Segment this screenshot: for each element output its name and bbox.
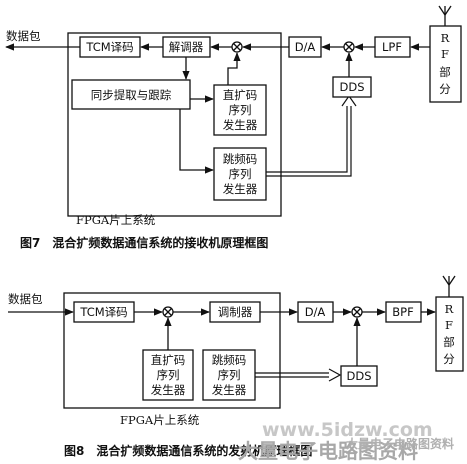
fpga-boundary-rx	[67, 32, 282, 217]
dsss-generator-block-tx	[142, 349, 194, 401]
dsss-label-1-tx: 直扩码	[151, 353, 186, 367]
rf-label-4-tx: 分	[443, 352, 455, 366]
fpga-label-rx: FPGA片上系统	[76, 213, 156, 227]
da-label-tx: D/A	[305, 305, 326, 319]
rf-label-4-rx: 分	[439, 82, 451, 96]
rf-label-1-tx: R	[445, 302, 454, 316]
antenna-icon-tx	[442, 275, 456, 297]
fpga-boundary-tx	[63, 292, 281, 409]
fh-generator-block-tx	[202, 349, 256, 401]
sync-tracking-label: 同步提取与跟踪	[91, 88, 172, 102]
rf-label-2-tx: F	[445, 318, 453, 332]
antenna-icon-rx	[438, 5, 452, 26]
sync-tracking-block	[71, 79, 191, 110]
watermark-url: www.5idzw.com	[262, 419, 433, 441]
dsss-label-2-tx: 序列	[157, 368, 180, 382]
dds-block-rx	[332, 76, 372, 98]
tcm-label-tx: TCM译码	[79, 305, 127, 319]
dds-block-tx	[340, 365, 378, 387]
arrow-dsss-to-mixer1	[227, 52, 241, 85]
tcm-decoder-block	[79, 36, 141, 58]
dsss-label-3-rx: 发生器	[223, 118, 258, 132]
mixer-icon-tx-1	[162, 306, 174, 318]
fh-label-3-rx: 发生器	[223, 182, 258, 196]
rf-label-3-tx: 部	[443, 335, 455, 349]
watermark: www.5idzw.com 大量电子电路图资料 大量电子电路图资料	[238, 419, 454, 463]
fh-label-2-rx: 序列	[229, 167, 252, 181]
hollow-arrow-fh-to-dds-tx	[255, 368, 342, 382]
dds-label-rx: DDS	[339, 80, 364, 94]
fh-label-1-rx: 跳频码	[223, 152, 258, 166]
figure8-transmitter: FPGA片上系统 数据包 TCM译码 调制器 直扩码 序列 发生器 跳频码 序列…	[8, 275, 464, 458]
watermark-brand: 大量电子电路图资料	[238, 439, 418, 463]
fh-label-1-tx: 跳频码	[212, 353, 247, 367]
modulator-label: 调制器	[218, 305, 253, 319]
tcm-decoder-label: TCM译码	[85, 40, 133, 54]
fpga-label-tx: FPGA片上系统	[120, 413, 200, 427]
mixer-icon-tx-2	[351, 306, 363, 318]
mixer-icon-rx-1	[231, 41, 243, 53]
dsss-label-1-rx: 直扩码	[223, 88, 258, 102]
input-label-tx: 数据包	[8, 292, 43, 306]
dsss-label-2-rx: 序列	[229, 103, 252, 117]
hollow-arrow-fh-to-dds-rx	[266, 94, 357, 177]
rf-label-1-rx: R	[441, 31, 450, 45]
fh-label-3-tx: 发生器	[212, 383, 247, 397]
figure7-receiver: FPGA片上系统 数据包 TCM译码 解调器 同步提取与跟踪 直扩码 序列 发生…	[5, 5, 462, 250]
mixer-icon-rx-2	[343, 41, 355, 53]
fh-label-2-tx: 序列	[218, 368, 241, 382]
dsss-generator-block-rx	[213, 84, 267, 136]
dsss-label-3-tx: 发生器	[151, 383, 186, 397]
rf-label-3-rx: 部	[439, 65, 451, 79]
watermark-brand-small: 大量电子电路图资料	[346, 436, 454, 451]
da-label-rx: D/A	[295, 40, 316, 54]
output-label-rx: 数据包	[6, 29, 41, 43]
demodulator-label: 解调器	[169, 40, 204, 54]
fh-generator-block-rx	[213, 147, 267, 201]
figure7-caption: 图7 混合扩频数据通信系统的接收机原理框图	[20, 235, 268, 250]
figure8-caption: 图8 混合扩频数据通信系统的发射机原理框图	[64, 443, 312, 458]
bpf-label: BPF	[392, 305, 413, 319]
arrow-sync-to-fh	[179, 109, 214, 174]
lpf-label: LPF	[382, 40, 402, 54]
dds-label-tx: DDS	[346, 369, 371, 383]
rf-label-2-rx: F	[441, 47, 449, 61]
rf-section-block-tx	[435, 296, 464, 372]
